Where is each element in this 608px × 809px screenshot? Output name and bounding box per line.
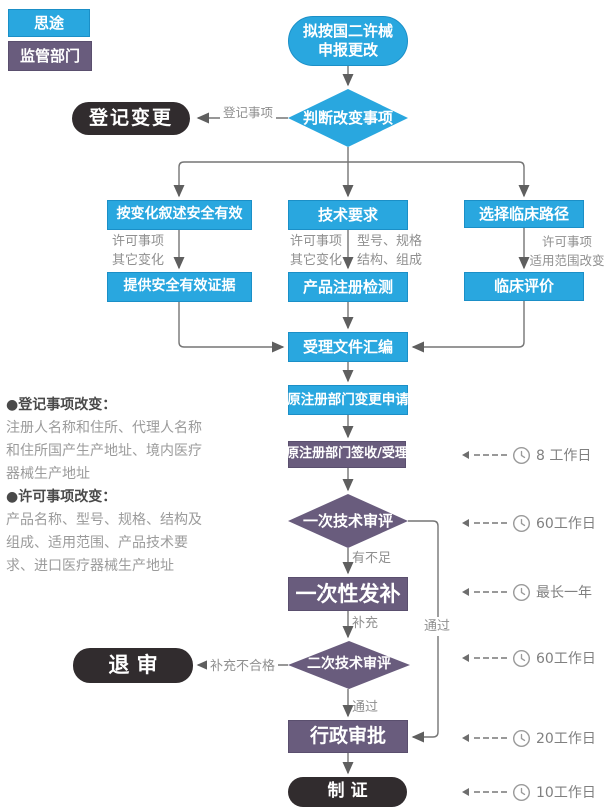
node-acceptance-compilation: 受理文件汇编 bbox=[288, 332, 408, 362]
timer-label: 最长一年 bbox=[536, 585, 592, 601]
side-notes: ●登记事项改变： 注册人名称和住所、代理人名称 和住所国产生产地址、境内医疗 器… bbox=[6, 394, 284, 578]
arrow-left-icon bbox=[462, 451, 469, 459]
note-line: 器械生产地址 bbox=[6, 466, 90, 482]
arrow-left-icon bbox=[462, 788, 469, 796]
note-heading-registration: ●登记事项改变： bbox=[6, 397, 117, 413]
edge-label-pass-bypass: 通过 bbox=[421, 617, 454, 636]
edge-label-middle-condition-right: 型号、规格 结构、组成 bbox=[357, 234, 423, 268]
note-line: 组成、适用范围、产品技术要 bbox=[6, 535, 188, 551]
edge-split-right bbox=[348, 161, 530, 198]
clock-icon bbox=[512, 649, 531, 667]
dashed-line bbox=[474, 454, 507, 456]
node-clinical-evaluation: 临床评价 bbox=[464, 272, 584, 301]
node-reject: 退 审 bbox=[73, 648, 193, 683]
edge-label-insufficient: 有不足 bbox=[352, 551, 392, 566]
node-technical-requirements: 技术要求 bbox=[288, 200, 408, 230]
note-line: 注册人名称和住所、代理人名称 bbox=[6, 420, 202, 436]
timer-approval: 20工作日 bbox=[462, 728, 596, 748]
node-registration-change: 登记变更 bbox=[72, 102, 190, 135]
clock-icon bbox=[512, 446, 531, 464]
timer-certificate: 10工作日 bbox=[462, 782, 596, 802]
note-line: 求、进口医疗器械生产地址 bbox=[6, 558, 174, 574]
timer-supplement: 最长一年 bbox=[462, 582, 592, 602]
arrow-left-icon bbox=[462, 654, 469, 662]
dashed-line bbox=[474, 657, 507, 659]
node-issue-certificate: 制 证 bbox=[288, 777, 407, 807]
timer-label: 20工作日 bbox=[536, 731, 596, 747]
timer-label: 10工作日 bbox=[536, 785, 596, 801]
dashed-line bbox=[474, 737, 507, 739]
clock-icon bbox=[512, 583, 531, 601]
edge-label-middle-condition-left: 许可事项 其它变化 bbox=[290, 234, 343, 268]
node-one-time-supplement: 一次性发补 bbox=[288, 577, 408, 611]
dashed-line bbox=[474, 791, 507, 793]
node-administrative-approval: 行政审批 bbox=[288, 720, 408, 753]
node-change-application: 原注册部门变更申请 bbox=[287, 385, 409, 415]
edge-label-left-condition: 许可事项 其它变化 bbox=[112, 234, 165, 268]
edge-label-pass: 通过 bbox=[352, 700, 379, 715]
note-line: 和住所国产生产地址、境内医疗 bbox=[6, 443, 202, 459]
legend-regulator: 监管部门 bbox=[8, 41, 92, 71]
timer-first-review: 60工作日 bbox=[462, 513, 596, 533]
timer-second-review: 60工作日 bbox=[462, 648, 596, 668]
node-sign-acceptance: 原注册部门签收/受理 bbox=[286, 441, 408, 468]
arrow-left-icon bbox=[462, 588, 469, 596]
clock-icon bbox=[512, 729, 531, 747]
edge-label-right-condition: 许可事项 适用范围改变 bbox=[529, 234, 605, 268]
edge-label-supplement: 补充 bbox=[352, 616, 379, 631]
note-heading-permission: ●许可事项改变： bbox=[6, 489, 117, 505]
node-clinical-path: 选择临床路径 bbox=[464, 200, 584, 228]
node-product-testing: 产品注册检测 bbox=[288, 272, 408, 302]
clock-icon bbox=[512, 783, 531, 801]
edge-label-supplement-failed: 补充不合格 bbox=[207, 657, 279, 676]
edge-evaluation-to-acceptance bbox=[411, 301, 525, 353]
dashed-line bbox=[474, 591, 507, 593]
timer-sign-acceptance: 8 工作日 bbox=[462, 445, 591, 465]
edge-label-registration-item: 登记事项 bbox=[220, 103, 277, 122]
arrow-left-icon bbox=[462, 519, 469, 527]
node-start: 拟按国二许械 申报更改 bbox=[288, 16, 408, 66]
clock-icon bbox=[512, 514, 531, 532]
timer-label: 60工作日 bbox=[536, 516, 596, 532]
arrow-left-icon bbox=[462, 734, 469, 742]
node-describe-safety: 按变化叙述安全有效 bbox=[107, 200, 252, 230]
timer-label: 8 工作日 bbox=[536, 448, 592, 464]
node-provide-evidence: 提供安全有效证据 bbox=[107, 272, 252, 302]
edge-split-left bbox=[173, 161, 348, 198]
legend-situ: 思途 bbox=[8, 9, 90, 37]
timer-label: 60工作日 bbox=[536, 651, 596, 667]
edge-evidence-to-acceptance bbox=[178, 302, 285, 353]
note-line: 产品名称、型号、规格、结构及 bbox=[6, 512, 202, 528]
dashed-line bbox=[474, 522, 507, 524]
